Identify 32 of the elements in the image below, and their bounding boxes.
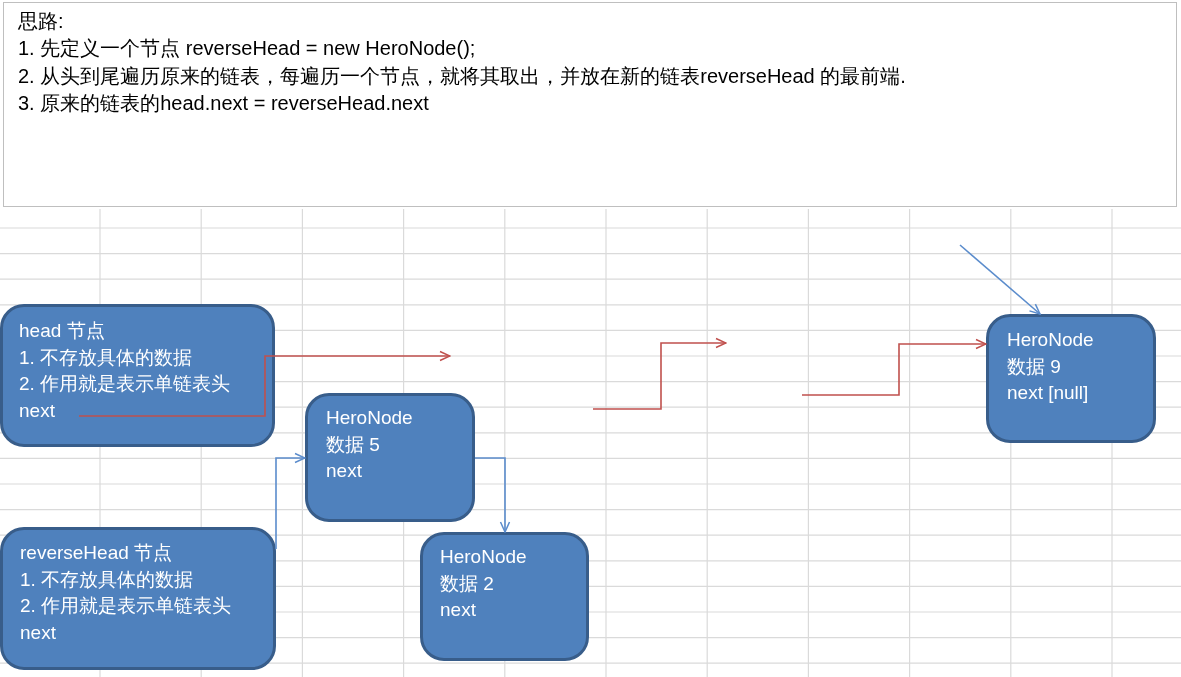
rounded-box xyxy=(0,304,275,447)
rounded-box xyxy=(420,532,589,661)
step-text: 3. 原来的链表的head.next = reverseHead.next xyxy=(18,90,429,116)
arrow xyxy=(474,457,511,533)
rounded-box xyxy=(305,393,475,522)
text-line: 数据 5 xyxy=(326,432,380,457)
text-line: 1. 不存放具体的数据 xyxy=(20,567,194,592)
text-line: next xyxy=(20,620,56,645)
text-line: 1. 不存放具体的数据 xyxy=(19,345,193,370)
arrow xyxy=(78,350,451,417)
arrow xyxy=(959,244,1041,315)
node-title: HeroNode xyxy=(1007,328,1094,352)
rounded-box xyxy=(986,314,1156,443)
rounded-box xyxy=(0,527,276,670)
step-text: 2. 从头到尾遍历原来的链表，每遍历一个节点，就将其取出，并放在新的链表reverseHead 的最前端. xyxy=(18,63,906,89)
text-line: 2. 作用就是表示单链表头 xyxy=(20,594,232,618)
node-title: head 节点 xyxy=(19,319,105,343)
node-title: HeroNode xyxy=(326,406,413,430)
heading: 思路: xyxy=(18,9,64,34)
text-line: 数据 2 xyxy=(440,571,494,596)
text-line: 数据 9 xyxy=(1007,354,1061,379)
arrow xyxy=(801,338,987,396)
node-title: reverseHead 节点 xyxy=(20,541,173,565)
text-line: next xyxy=(326,459,362,483)
text-line: next xyxy=(19,398,55,423)
text-line: next xyxy=(440,598,476,622)
note-box xyxy=(3,2,1177,207)
text-line: next [null] xyxy=(1007,381,1089,405)
text-line: 2. 作用就是表示单链表头 xyxy=(19,372,231,396)
step-text: 1. 先定义一个节点 reverseHead = new HeroNode(); xyxy=(18,36,476,62)
arrow xyxy=(275,452,306,550)
node-title: HeroNode xyxy=(440,545,527,569)
